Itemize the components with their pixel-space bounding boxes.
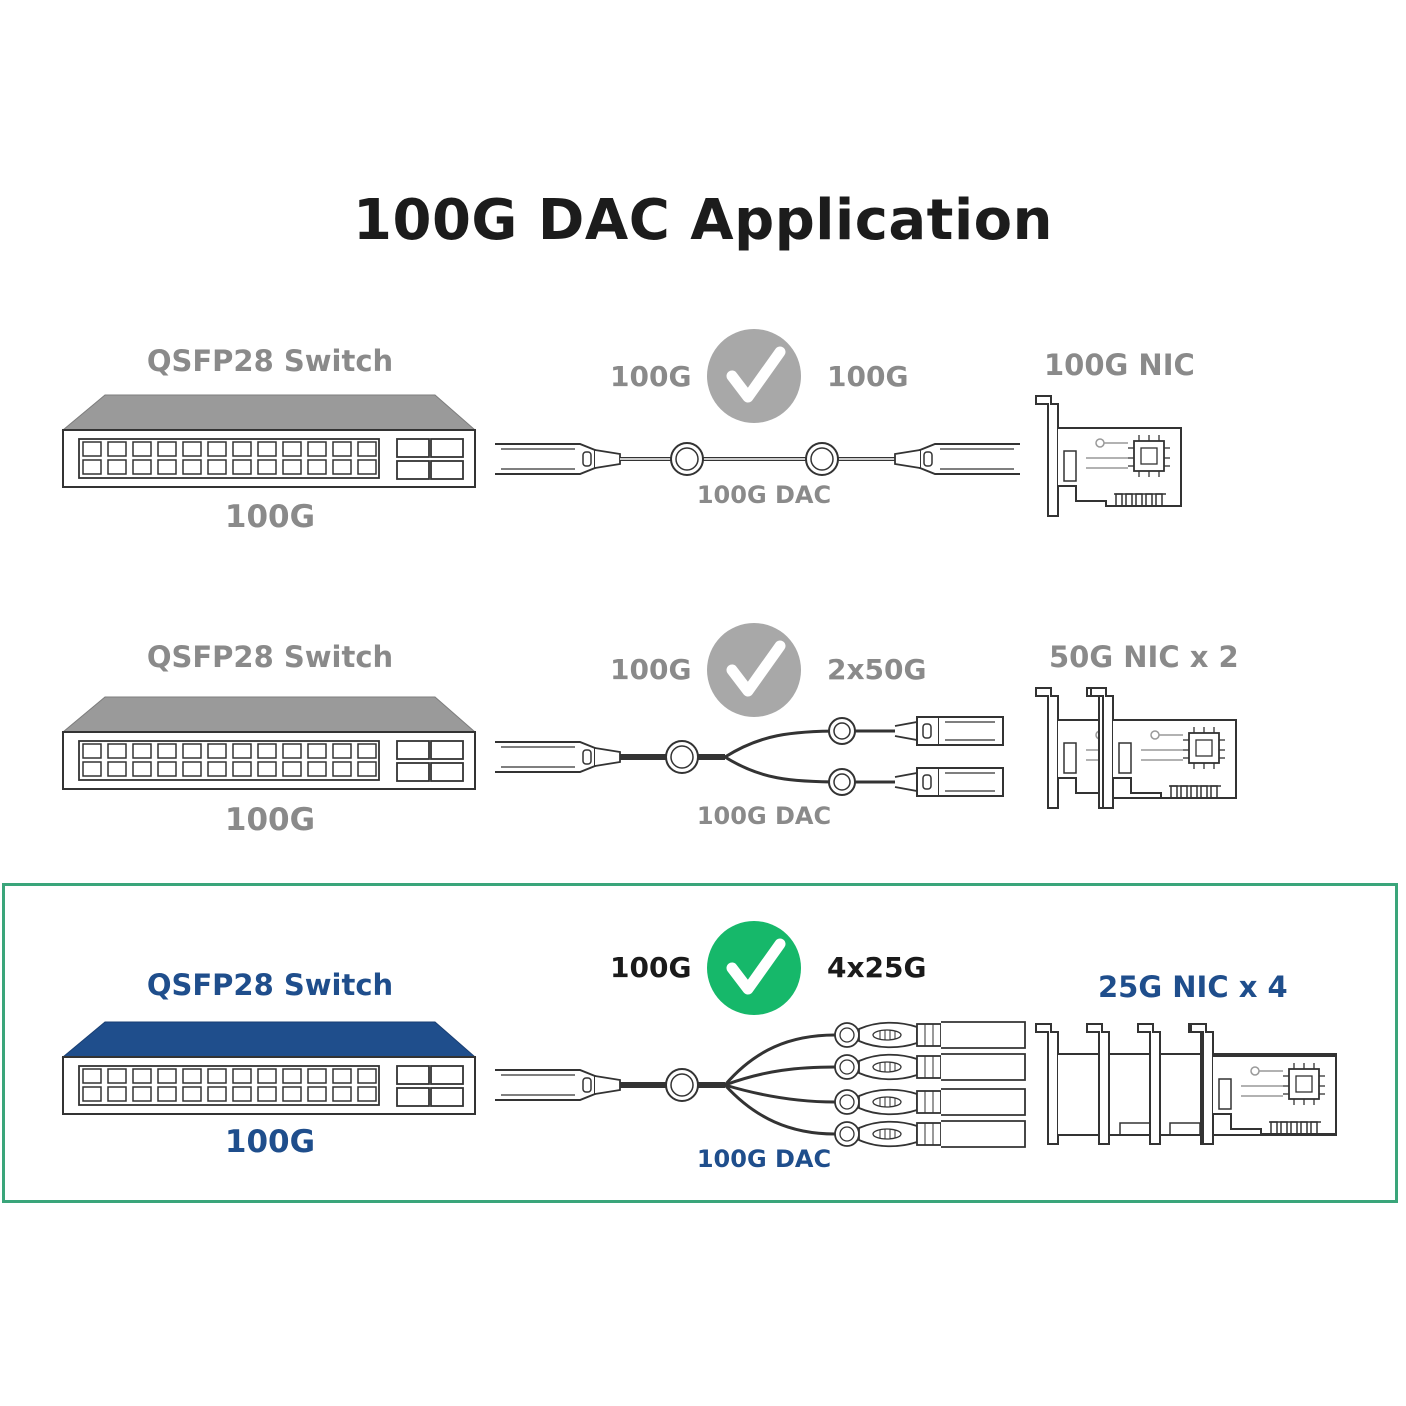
left-rate: 100G (610, 951, 692, 984)
check-circle-icon (707, 921, 801, 1015)
right-rate: 4x25G (827, 951, 927, 984)
highlighted-row-frame (2, 883, 1398, 1203)
breakout-cable-icon (494, 716, 1004, 797)
switch-label: QSFP28 Switch (146, 640, 394, 674)
nic-card-icon (1035, 687, 1237, 809)
qsfp28-switch-icon (61, 696, 477, 790)
right-rate: 2x50G (827, 653, 927, 686)
left-rate: 100G (610, 653, 692, 686)
qsfp28-switch-icon (61, 394, 477, 488)
cable-label: 100G DAC (696, 481, 832, 509)
left-rate: 100G (610, 360, 692, 393)
switch-speed: 100G (224, 802, 316, 838)
nic-card-icon (1035, 1023, 1337, 1145)
nic-card-icon (1035, 395, 1182, 517)
switch-speed: 100G (224, 1124, 316, 1160)
cable-label: 100G DAC (696, 1145, 832, 1173)
check-circle-icon (707, 623, 801, 717)
qsfp28-switch-icon (61, 1021, 477, 1115)
switch-speed: 100G (224, 499, 316, 535)
check-circle-icon (707, 329, 801, 423)
switch-label: QSFP28 Switch (146, 968, 394, 1002)
switch-label: QSFP28 Switch (146, 344, 394, 378)
nic-label: 25G NIC x 4 (1098, 970, 1288, 1004)
nic-label: 100G NIC (1044, 348, 1195, 382)
page-title: 100G DAC Application (353, 188, 1053, 253)
right-rate: 100G (827, 360, 909, 393)
nic-label: 50G NIC x 2 (1049, 640, 1239, 674)
dac-cable-icon (494, 442, 1021, 476)
cable-label: 100G DAC (696, 802, 832, 830)
breakout-cable-icon (494, 1021, 1026, 1148)
